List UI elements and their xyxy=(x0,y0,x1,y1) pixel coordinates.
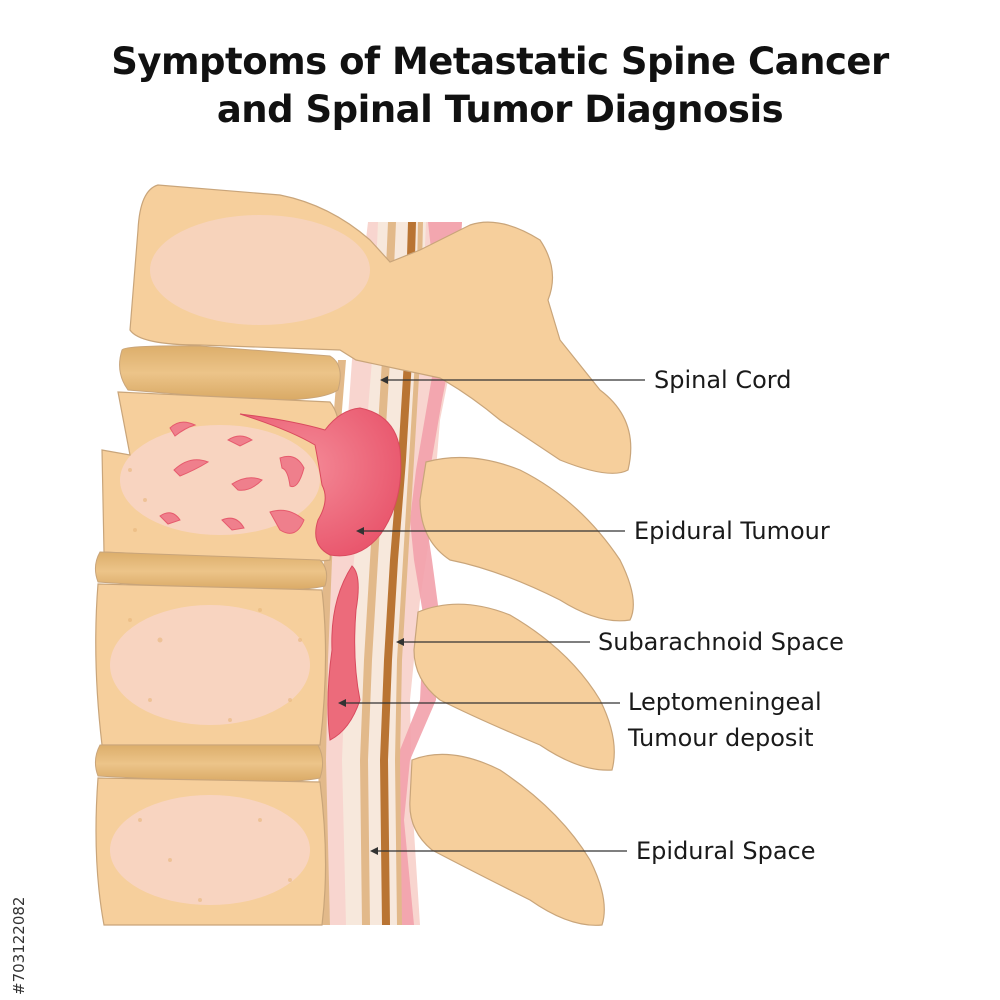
dura-mater xyxy=(392,222,462,925)
epidural-tumour-mass xyxy=(239,407,402,557)
bone-texture xyxy=(128,468,302,902)
vertebra-body-2 xyxy=(101,391,341,562)
title-line-1: Symptoms of Metastatic Spine Cancer xyxy=(111,40,889,83)
diagram-title: Symptoms of Metastatic Spine Cancer and … xyxy=(0,38,1000,134)
spinous-process-2 xyxy=(413,603,615,771)
label-leptomeningeal-line2: Tumour deposit xyxy=(628,724,814,752)
intervertebral-disc-1 xyxy=(119,345,341,401)
vertebra-body-3 xyxy=(95,583,327,746)
label-spinal-cord: Spinal Cord xyxy=(654,366,792,394)
intervertebral-disc-3 xyxy=(94,744,324,783)
leader-lines xyxy=(340,379,645,852)
lytic-lesions xyxy=(159,421,305,534)
label-leptomeningeal-line1: Leptomeningeal xyxy=(628,688,822,716)
label-epidural-space: Epidural Space xyxy=(636,837,816,865)
label-subarachnoid-space: Subarachnoid Space xyxy=(598,628,844,656)
spinal-cord xyxy=(318,222,426,925)
leptomeningeal-deposit xyxy=(327,565,361,741)
leader-arrowheads xyxy=(338,376,404,855)
stock-id-text: #703122082 xyxy=(10,897,28,995)
stock-id-watermark: #703122082 xyxy=(10,897,28,995)
title-line-2: and Spinal Tumor Diagnosis xyxy=(216,88,784,131)
spinous-process-1 xyxy=(419,456,634,622)
vertebra-body-4 xyxy=(95,777,327,926)
label-epidural-tumour: Epidural Tumour xyxy=(634,517,830,545)
vertebra-top xyxy=(129,184,632,474)
spinous-process-3 xyxy=(409,753,605,926)
